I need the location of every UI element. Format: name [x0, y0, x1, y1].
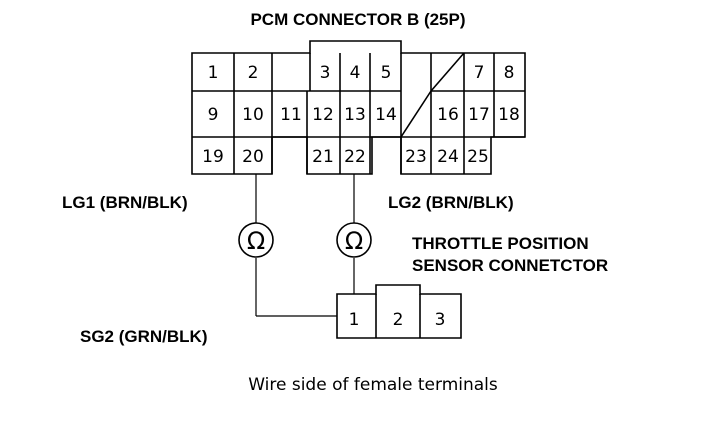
- pcm-pin-5: 5: [381, 63, 392, 83]
- tps-pin-1: 1: [349, 310, 360, 330]
- tps-connector: 1 2 3: [336, 284, 462, 339]
- tps-pin-3: 3: [435, 310, 446, 330]
- pcm-pin-12: 12: [312, 105, 334, 125]
- pcm-pin-25: 25: [467, 147, 489, 167]
- pcm-pin-19: 19: [202, 147, 224, 167]
- pcm-pin-3: 3: [320, 63, 331, 83]
- label-tps-line1: THROTTLE POSITION: [412, 234, 589, 253]
- pcm-pin-17: 17: [468, 105, 490, 125]
- blocked-cavity-6: [430, 52, 465, 92]
- pcm-pin-11: 11: [280, 105, 302, 125]
- caption: Wire side of female terminals: [248, 375, 498, 395]
- ohmmeter-left-icon: Ω: [238, 222, 274, 258]
- pcm-pin-8: 8: [504, 63, 515, 83]
- pcm-pin-13: 13: [344, 105, 366, 125]
- label-sg2: SG2 (GRN/BLK): [80, 327, 208, 346]
- pcm-pin-20: 20: [242, 147, 264, 167]
- pcm-pin-18: 18: [498, 105, 520, 125]
- pcm-pin-7: 7: [474, 63, 485, 83]
- pcm-pin-10: 10: [242, 105, 264, 125]
- tps-pin-2: 2: [393, 310, 404, 330]
- pcm-pin-14: 14: [375, 105, 397, 125]
- label-lg2: LG2 (BRN/BLK): [388, 193, 514, 212]
- ohm-symbol-right: Ω: [345, 227, 363, 255]
- pcm-pin-4: 4: [350, 63, 361, 83]
- pcm-pin-2: 2: [248, 63, 259, 83]
- pcm-pin-16: 16: [437, 105, 459, 125]
- pcm-pin-1: 1: [208, 63, 219, 83]
- connector-title: PCM CONNECTOR B (25P): [250, 10, 465, 29]
- pcm-pin-23: 23: [405, 147, 427, 167]
- pcm-connector: 1 2 3 4 5 7 8 9 10 11 12 13 14 16 17 18 …: [191, 40, 526, 175]
- ohm-symbol-left: Ω: [247, 227, 265, 255]
- pcm-pin-22: 22: [344, 147, 366, 167]
- ohmmeter-right-icon: Ω: [336, 222, 372, 258]
- pcm-pin-9: 9: [208, 105, 219, 125]
- label-tps-line2: SENSOR CONNETCTOR: [412, 256, 608, 275]
- blocked-cavity-15: [400, 90, 432, 138]
- label-lg1: LG1 (BRN/BLK): [62, 193, 188, 212]
- pcm-pin-24: 24: [437, 147, 459, 167]
- pcm-pin-21: 21: [312, 147, 334, 167]
